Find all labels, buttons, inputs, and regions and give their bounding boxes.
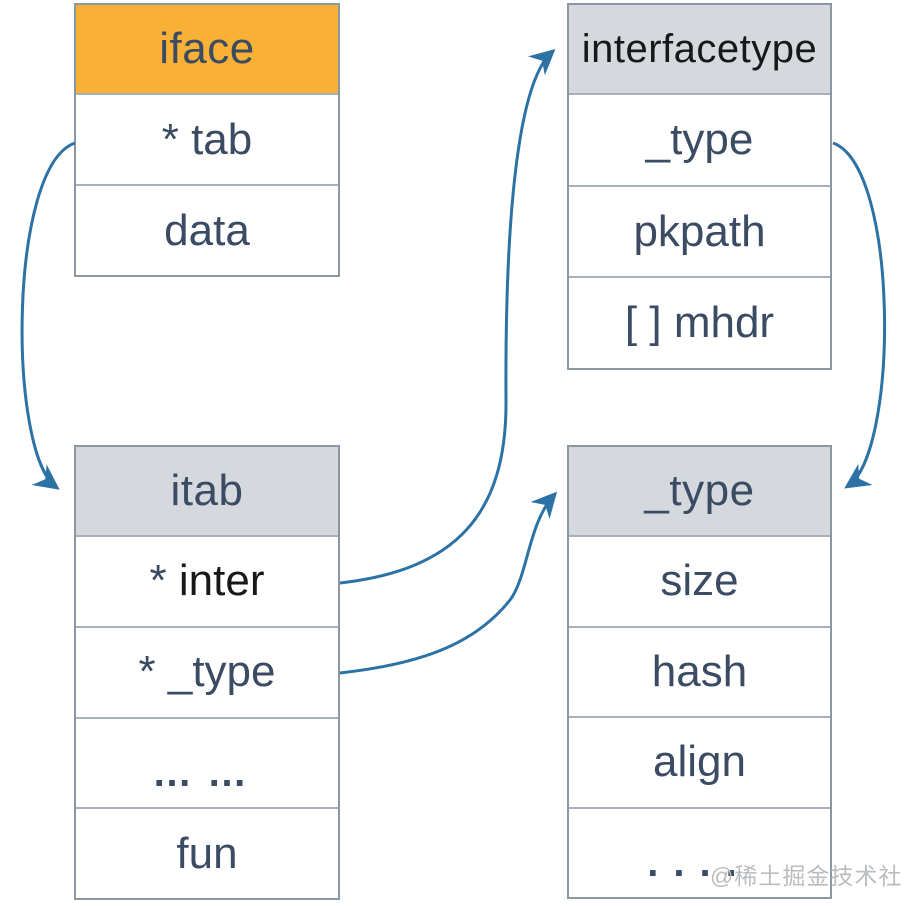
field-label: inter xyxy=(178,556,265,606)
table-header-type: _type xyxy=(569,447,830,535)
field-label: data xyxy=(164,205,250,255)
site-watermark: @稀土掘金技术社区 xyxy=(710,863,904,889)
table-row: [ ] mhdr xyxy=(569,276,830,368)
table-header-interfacetype: interfacetype xyxy=(569,5,830,93)
table-row: pkpath xyxy=(569,184,830,277)
struct-table-iface: iface * tab data xyxy=(74,3,340,277)
table-row: .... xyxy=(569,806,830,898)
arrow-iface-tab-to-itab xyxy=(20,141,76,490)
field-label: * xyxy=(149,556,179,606)
arrow-itab-type-to-type xyxy=(339,491,558,675)
table-header-iface: iface xyxy=(76,5,338,93)
table-row: * inter xyxy=(76,535,338,626)
table-row: …… xyxy=(76,716,338,808)
struct-table-type: _type size hash align.... xyxy=(567,445,832,899)
field-label: * tab xyxy=(161,114,253,164)
arrow-interfacetype-type-to-type xyxy=(832,141,887,489)
table-row: * tab xyxy=(76,93,338,184)
table-rows-iface: * tab data xyxy=(76,93,338,275)
field-label: _type xyxy=(645,114,754,164)
field-label: * _type xyxy=(138,647,276,697)
field-label: size xyxy=(660,556,739,606)
field-label: pkpath xyxy=(633,206,766,256)
table-row: fun xyxy=(76,807,338,898)
table-row: hash xyxy=(569,625,830,717)
field-label: fun xyxy=(176,828,238,878)
struct-table-itab: itab * inter * _type …… fun xyxy=(74,445,340,900)
field-label: align xyxy=(653,737,746,787)
table-row: align xyxy=(569,716,830,807)
table-header-itab: itab xyxy=(76,447,338,535)
field-label: .... xyxy=(647,841,752,886)
arrow-itab-inter-to-interfacetype xyxy=(339,48,556,585)
table-row: _type xyxy=(569,93,830,185)
table-row: data xyxy=(76,184,338,275)
table-row: * _type xyxy=(76,625,338,717)
field-label: hash xyxy=(651,646,748,696)
table-row: size xyxy=(569,535,830,626)
field-label: …… xyxy=(152,751,262,796)
field-label: [ ] mhdr xyxy=(624,298,775,348)
table-rows-type: size hash align.... xyxy=(569,535,830,897)
table-rows-itab: * inter * _type …… fun xyxy=(76,535,338,898)
